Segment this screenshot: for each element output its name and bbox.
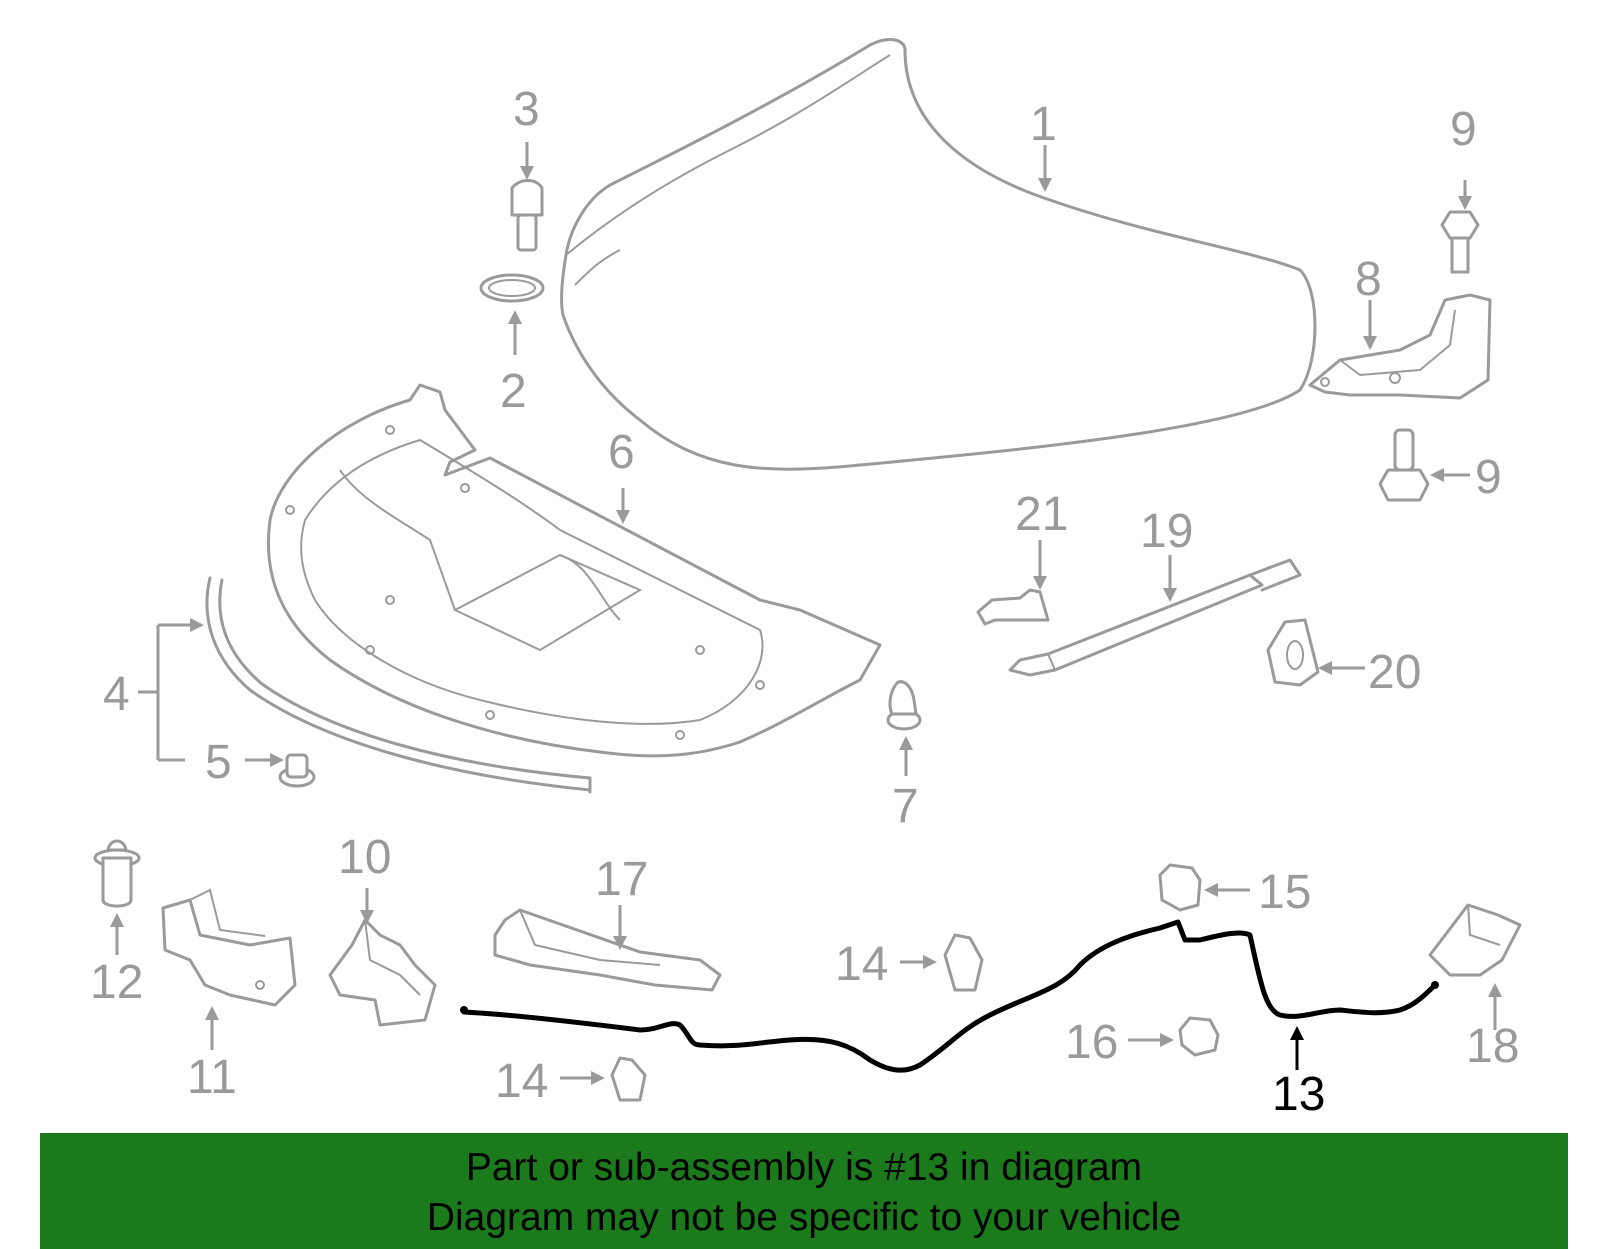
callout-10: 10 <box>338 831 391 884</box>
part-bolt-lower <box>1378 428 1430 502</box>
part-lock-bracket <box>161 888 297 1007</box>
part-bolt-upper <box>1440 210 1480 274</box>
part-weatherstrip <box>205 576 592 794</box>
part-hood-insulator <box>266 383 882 758</box>
callout-1: 1 <box>1030 98 1057 151</box>
callout-3: 3 <box>513 83 540 136</box>
part-bracket-20 <box>1266 618 1320 687</box>
part-clip-15 <box>1158 863 1202 912</box>
part-hood <box>560 38 1317 471</box>
callout-9-lower: 9 <box>1475 451 1502 504</box>
part-push-clip <box>93 839 141 908</box>
callout-labels: 1 2 3 4 5 6 7 8 9 9 10 11 12 13 14 14 15… <box>90 83 1519 1121</box>
part-ring <box>479 273 545 303</box>
callout-9-upper: 9 <box>1450 103 1477 156</box>
callout-21: 21 <box>1015 488 1068 541</box>
callout-14-upper: 14 <box>835 938 888 991</box>
callout-15: 15 <box>1258 866 1311 919</box>
leader-lines <box>110 142 1502 1085</box>
callout-13: 13 <box>1272 1068 1325 1121</box>
part-bumper-stop <box>510 179 544 252</box>
part-release-handle <box>1428 903 1522 977</box>
part-grommet <box>886 680 922 731</box>
part-clip-16 <box>1178 1016 1220 1057</box>
callout-17: 17 <box>595 853 648 906</box>
part-hinge <box>1308 293 1492 400</box>
info-banner: Part or sub-assembly is #13 in diagram D… <box>40 1133 1568 1249</box>
callout-20: 20 <box>1368 646 1421 699</box>
part-release-cable <box>460 919 1439 1073</box>
banner-line-disclaimer: Diagram may not be specific to your vehi… <box>426 1196 1182 1239</box>
callout-19: 19 <box>1140 505 1193 558</box>
callout-5: 5 <box>205 736 232 789</box>
callout-6: 6 <box>608 426 635 479</box>
callout-12: 12 <box>90 956 143 1009</box>
part-clip-5 <box>278 753 316 788</box>
part-gas-strut <box>1008 558 1302 677</box>
callout-11: 11 <box>187 1051 237 1104</box>
banner-line-part: Part or sub-assembly is #13 in diagram <box>465 1146 1143 1189</box>
callout-14-lower: 14 <box>495 1055 548 1108</box>
callout-7: 7 <box>892 780 919 833</box>
part-clip-14-lower <box>610 1056 647 1102</box>
part-bracket-21 <box>976 588 1050 626</box>
part-reinforcement <box>493 908 722 992</box>
callout-8: 8 <box>1355 253 1382 306</box>
callout-2: 2 <box>500 365 527 418</box>
callout-18: 18 <box>1466 1020 1519 1073</box>
part-clip-14-upper <box>943 933 984 992</box>
callout-16: 16 <box>1065 1016 1118 1069</box>
part-hood-latch <box>328 918 437 1027</box>
callout-4: 4 <box>103 668 130 721</box>
